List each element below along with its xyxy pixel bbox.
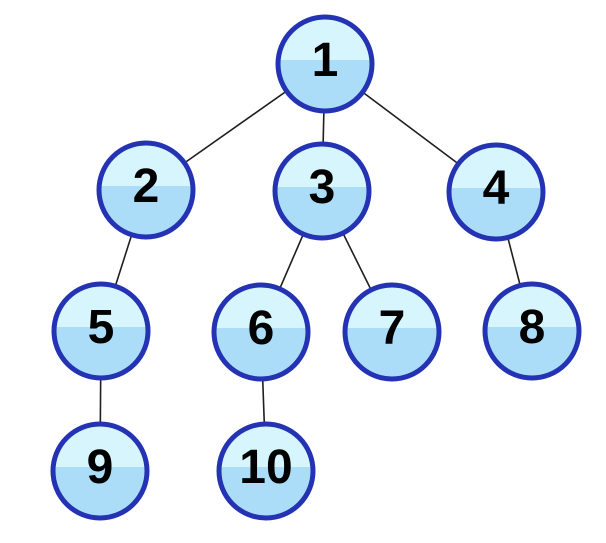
node-circle [96,140,196,240]
tree-node-4: 4 [446,142,546,242]
node-circle [482,281,582,381]
node-label: 8 [519,301,546,354]
node-label: 6 [248,302,275,355]
tree-node-5: 5 [51,281,151,381]
node-label: 10 [239,441,292,494]
node-circle [272,141,372,241]
node-circle [51,281,151,381]
node-circle [211,282,311,382]
tree-node-6: 6 [211,282,311,382]
node-label: 5 [88,301,115,354]
tree-node-7: 7 [342,282,442,382]
tree-node-8: 8 [482,281,582,381]
tree-nodes: 1 2 3 4 5 6 7 [50,14,582,521]
node-label: 4 [483,162,510,215]
node-label: 1 [312,34,339,87]
node-circle [342,282,442,382]
node-label: 3 [309,161,336,214]
node-circle [50,421,150,521]
node-label: 9 [87,441,114,494]
node-circle [216,421,316,521]
tree-node-9: 9 [50,421,150,521]
node-label: 2 [133,160,160,213]
node-circle [446,142,546,242]
node-circle [275,14,375,114]
tree-node-1: 1 [275,14,375,114]
node-label: 7 [379,302,406,355]
tree-node-2: 2 [96,140,196,240]
tree-node-10: 10 [216,421,316,521]
tree-node-3: 3 [272,141,372,241]
tree-edges [99,63,533,472]
